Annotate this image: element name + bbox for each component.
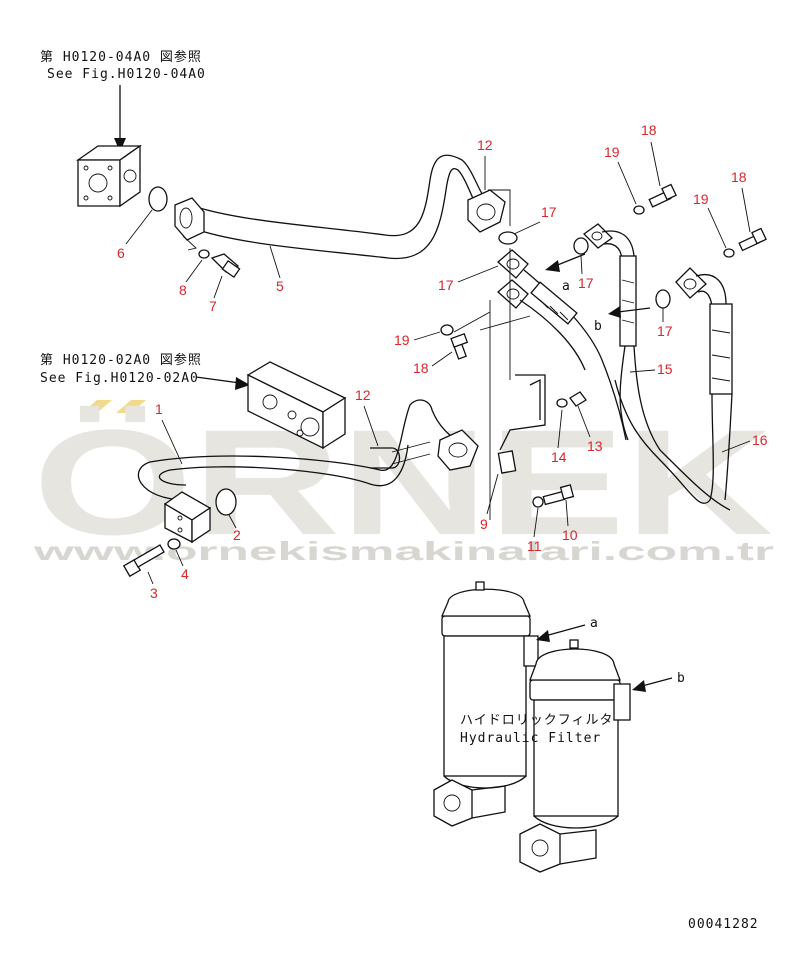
callout-17a: 17: [541, 204, 557, 220]
arrow-b-upper: [617, 307, 651, 313]
callout-17c: 17: [578, 275, 594, 291]
o-ring-17a: [498, 231, 518, 245]
filter-label-en: Hydraulic Filter: [460, 731, 601, 746]
tube-5: [174, 154, 511, 260]
washer-11: [532, 496, 544, 508]
bolt-3: [122, 544, 165, 578]
bolt-18c: [450, 333, 469, 360]
callout-13: 13: [587, 438, 603, 454]
label-a-upper: a: [562, 279, 571, 294]
ref-top-jp: 第 H0120-04A0 図参照: [40, 49, 202, 65]
o-ring-17b: [573, 237, 589, 255]
arrow-a-upper: [554, 253, 586, 267]
callout-6: 6: [117, 245, 125, 261]
arrow-b-filter-head: [632, 680, 646, 692]
callout-1: 1: [155, 401, 163, 417]
callout-9: 9: [480, 516, 488, 532]
ref-top-en: See Fig.H0120-04A0: [47, 67, 206, 82]
callout-19c: 19: [394, 332, 410, 348]
bolt-10: [542, 484, 575, 506]
ref-top-arrow: [114, 138, 126, 152]
callout-19b: 19: [693, 191, 709, 207]
drawing-number: 00041282: [688, 917, 759, 932]
arrow-a-upper-head: [545, 260, 560, 272]
label-a-filter: a: [590, 616, 599, 631]
washer-19a: [633, 205, 645, 215]
callout-8: 8: [179, 282, 187, 298]
ref-mid-en: See Fig.H0120-02A0: [40, 371, 199, 386]
watermark-brand: ÖRNEK: [33, 398, 773, 566]
callout-10: 10: [562, 527, 578, 543]
filter-label-jp: ハイドロリックフィルタ: [460, 713, 613, 728]
callout-2: 2: [233, 527, 241, 543]
o-ring-17c: [655, 289, 671, 309]
label-b-filter: b: [677, 671, 686, 686]
callout-17d: 17: [657, 323, 673, 339]
callout-18c: 18: [413, 360, 429, 376]
o-ring-2: [215, 488, 237, 516]
washer-19b: [723, 248, 735, 258]
bolt-18b: [738, 227, 767, 252]
arrow-b-upper-head: [608, 306, 621, 318]
hydraulic-filter-left: [433, 581, 539, 827]
washer-4: [167, 538, 181, 550]
nut-13: [569, 391, 587, 407]
ref-mid-leader: [195, 376, 241, 384]
bracket-9: [497, 374, 546, 474]
callouts: 1 2 3 4 5 6 7 8 9 10 11 12 12 13 14 15 1…: [117, 122, 768, 601]
watermark-accent-left: [82, 400, 112, 413]
callout-18b: 18: [731, 169, 747, 185]
mid-valve-block: [246, 361, 347, 450]
washer-14: [556, 398, 568, 408]
callout-7: 7: [209, 298, 217, 314]
callout-11: 11: [527, 538, 542, 554]
arrow-a-filter: [544, 624, 586, 637]
bolt-7: [210, 253, 241, 279]
small-block-1: [163, 491, 212, 544]
callout-12-lower: 12: [355, 387, 371, 403]
tube-pair-upper: [497, 249, 627, 441]
callout-16: 16: [752, 432, 768, 448]
tube-1: [137, 399, 479, 501]
hose-16: [614, 267, 733, 504]
label-b-upper: b: [594, 319, 603, 334]
ref-mid-arrow: [235, 377, 250, 390]
watermark-accent-right: [116, 400, 146, 413]
callout-5: 5: [276, 278, 284, 294]
hydraulic-filter-right: [519, 639, 631, 873]
callout-4: 4: [181, 566, 189, 582]
callout-3: 3: [150, 585, 158, 601]
clamp-12: [370, 441, 431, 469]
o-ring-6: [148, 186, 168, 212]
callout-17b: 17: [438, 277, 454, 293]
bolt-18a: [648, 183, 677, 208]
guide-lines: [453, 248, 531, 520]
arrow-a-filter-head: [536, 630, 550, 642]
watermark: ÖRNEK www.ornekismakinalari.com.tr: [32, 398, 774, 566]
washer-19c: [440, 324, 454, 336]
callout-12-upper: 12: [477, 137, 493, 153]
arrow-b-filter: [641, 677, 673, 687]
callout-14: 14: [551, 449, 567, 465]
ref-mid-jp: 第 H0120-02A0 図参照: [40, 352, 202, 368]
washer-8: [198, 249, 210, 259]
callout-18a: 18: [641, 122, 657, 138]
upper-valve-block: [75, 144, 143, 208]
callout-15: 15: [657, 361, 673, 377]
callout-19a: 19: [604, 144, 620, 160]
